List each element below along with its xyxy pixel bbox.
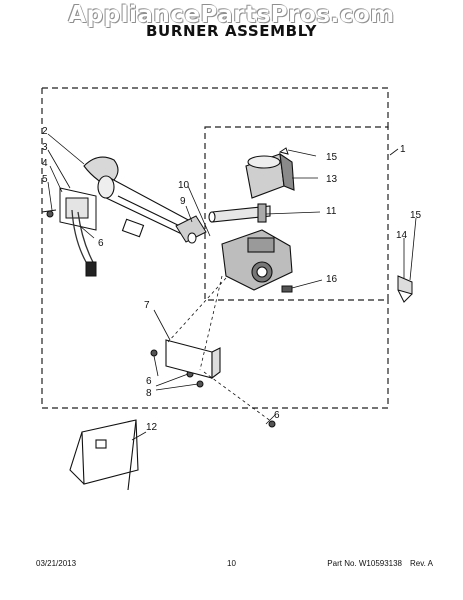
assembly-boundary: [41, 87, 389, 409]
side-bracket: [397, 275, 413, 303]
footer-date: 03/21/2013: [36, 559, 77, 568]
callout-6c: 6: [274, 410, 280, 421]
callout-12: 12: [146, 422, 158, 433]
callout-11: 11: [326, 206, 337, 217]
watermark: AppliancePartsPros.com: [68, 2, 395, 28]
burner-tube: [83, 156, 193, 238]
igniter-bracket: [41, 187, 97, 277]
callout-5: 5: [42, 174, 48, 185]
callout-15b: 15: [410, 210, 422, 221]
callout-1: 1: [400, 144, 406, 155]
footer-part-info: Part No. W10593138 Rev. A: [327, 559, 433, 568]
flame-sensor: [175, 215, 207, 244]
callout-labels: 1 2 3 4 5 6 6 6 7 8 9 10 11 12 13 14 15 …: [42, 126, 422, 433]
callout-9: 9: [180, 196, 186, 207]
callout-6a: 6: [98, 238, 104, 249]
leader-lines: [47, 133, 417, 441]
base-bracket: [69, 419, 139, 491]
callout-2: 2: [42, 126, 48, 137]
valve-subassembly-boundary: [204, 126, 389, 301]
callout-13: 13: [326, 174, 338, 185]
gas-valve: [208, 205, 293, 291]
callout-14: 14: [396, 230, 408, 241]
callout-10: 10: [178, 180, 190, 191]
callout-15a: 15: [326, 152, 338, 163]
callout-6b: 6: [146, 376, 152, 387]
footer-part-number: Part No. W10593138: [327, 559, 403, 568]
valve-coil: [245, 152, 295, 223]
callout-16: 16: [326, 274, 338, 285]
footer-revision: Rev. A: [410, 559, 433, 568]
footer-page-number: 10: [227, 559, 236, 568]
callout-7: 7: [144, 300, 150, 311]
callout-8: 8: [146, 388, 152, 399]
callout-3: 3: [42, 142, 48, 153]
mounting-bracket: [165, 339, 221, 380]
callout-4: 4: [42, 158, 48, 169]
page-title: BURNER ASSEMBLY: [146, 22, 317, 40]
